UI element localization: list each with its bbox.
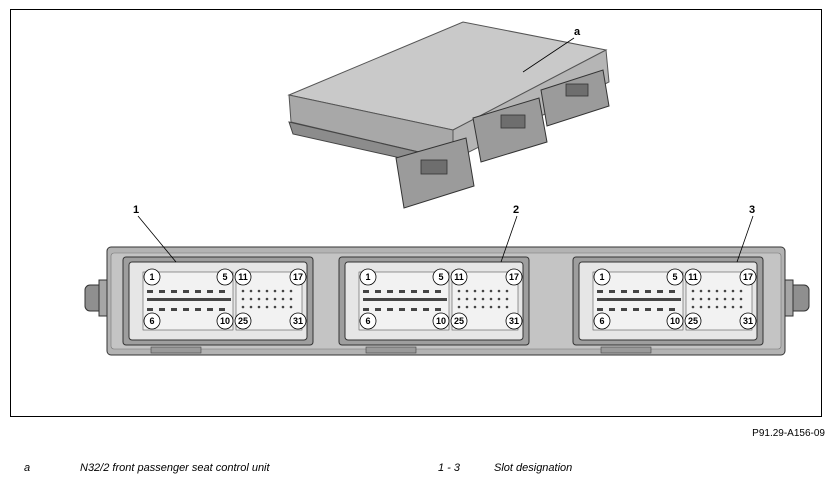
svg-text:6: 6 <box>365 316 370 326</box>
slot-3-pin-labels: 1 5 11 17 6 10 25 31 <box>593 268 757 330</box>
module-connector-2 <box>472 97 548 163</box>
callout-1: 1 <box>133 204 177 263</box>
figure-code: P91.29-A156-09 <box>752 428 825 439</box>
svg-text:17: 17 <box>509 272 519 282</box>
callout-3: 3 <box>736 204 755 263</box>
svg-text:31: 31 <box>743 316 753 326</box>
callout-a-label: a <box>574 26 581 38</box>
figure-frame: a <box>10 9 822 417</box>
slot-3-pin-grid <box>597 289 743 311</box>
svg-text:17: 17 <box>743 272 753 282</box>
module-connector-3 <box>540 69 610 127</box>
svg-text:5: 5 <box>222 272 227 282</box>
svg-text:2: 2 <box>513 204 519 216</box>
left-mounting-stud <box>84 279 110 317</box>
control-unit-illustration: a <box>84 21 810 356</box>
svg-text:10: 10 <box>436 316 446 326</box>
control-unit-3d-view <box>287 21 610 209</box>
slot-2-pin-grid <box>363 289 509 311</box>
legend-key-a: a <box>24 462 31 474</box>
callout-2: 2 <box>500 204 519 263</box>
legend-text-slots: Slot designation <box>494 462 573 474</box>
svg-text:3: 3 <box>749 204 755 216</box>
slot-1-pin-grid <box>147 289 293 311</box>
right-mounting-stud <box>782 279 810 317</box>
svg-text:1: 1 <box>599 272 604 282</box>
slot-1-pin-labels: 1 5 11 17 6 10 25 31 <box>143 268 307 330</box>
svg-text:5: 5 <box>438 272 443 282</box>
svg-text:31: 31 <box>293 316 303 326</box>
slot-3-connector: 1 5 11 17 6 10 25 31 <box>572 256 764 346</box>
svg-text:31: 31 <box>509 316 519 326</box>
svg-text:25: 25 <box>688 316 698 326</box>
svg-text:11: 11 <box>238 272 248 282</box>
slot-2-connector: 1 5 11 17 6 10 25 31 <box>338 256 530 346</box>
slot-1-connector: 1 5 11 17 6 10 25 31 <box>122 256 314 346</box>
svg-text:17: 17 <box>293 272 303 282</box>
svg-text:5: 5 <box>672 272 677 282</box>
bottom-latch-tabs <box>150 346 652 354</box>
svg-text:1: 1 <box>133 204 139 216</box>
svg-text:6: 6 <box>599 316 604 326</box>
legend-text-a: N32/2 front passenger seat control unit <box>80 462 270 474</box>
svg-text:10: 10 <box>220 316 230 326</box>
svg-text:25: 25 <box>454 316 464 326</box>
legend-key-slots: 1 - 3 <box>438 462 461 474</box>
svg-text:10: 10 <box>670 316 680 326</box>
control-unit-front-view: 1 5 11 17 6 10 25 31 <box>84 246 810 356</box>
callout-a-leader <box>522 37 575 73</box>
svg-text:1: 1 <box>149 272 154 282</box>
svg-text:11: 11 <box>688 272 698 282</box>
svg-text:6: 6 <box>149 316 154 326</box>
callout-a: a <box>522 26 581 73</box>
svg-text:1: 1 <box>365 272 370 282</box>
svg-text:11: 11 <box>454 272 464 282</box>
module-connector-1 <box>395 137 475 209</box>
svg-text:25: 25 <box>238 316 248 326</box>
slot-2-pin-labels: 1 5 11 17 6 10 25 31 <box>359 268 523 330</box>
